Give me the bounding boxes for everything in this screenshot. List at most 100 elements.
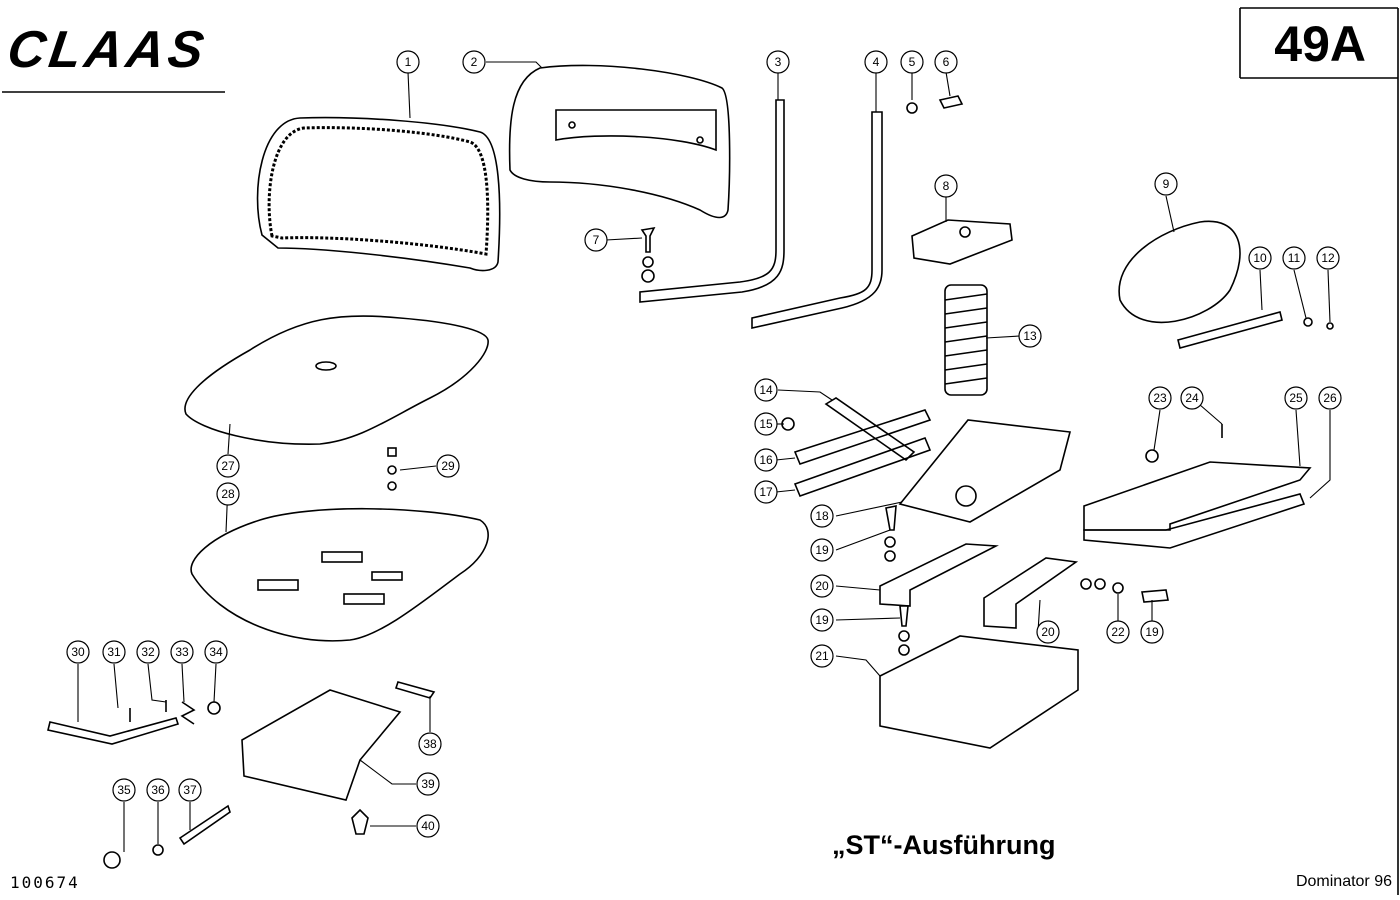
callout-circle [136,640,160,664]
callout-number: 29 [441,459,455,473]
callout-number: 24 [1185,391,1199,405]
part-callout-27: 27 [216,454,240,478]
part-callout-23: 23 [1148,386,1172,410]
callout-circle [170,640,194,664]
callout-circle [418,732,442,756]
machine-model: Dominator 96 [1295,873,1392,890]
part-callout-12: 12 [1316,246,1340,270]
callout-circle [810,608,834,632]
spring-33 [180,701,196,725]
washer-36 [152,844,164,856]
callout-circle [766,50,790,74]
part-callout-5: 5 [900,50,924,74]
callout-circle [1180,386,1204,410]
part-callout-3: 3 [766,50,790,74]
callout-number: 1 [405,55,412,69]
callout-circle [416,772,440,796]
slide-bracket-39 [241,689,402,801]
part-callout-28: 28 [216,482,240,506]
callout-number: 5 [909,55,916,69]
callout-number: 13 [1023,329,1037,343]
callout-number: 20 [815,579,829,593]
callout-number: 36 [151,783,165,797]
seat-base [190,507,489,642]
callout-circle [436,454,460,478]
callout-circle [178,778,202,802]
callout-circle [1140,620,1164,644]
washer-22 [1094,578,1106,590]
callout-circle [584,228,608,252]
callout-number: 12 [1321,251,1335,265]
callout-number: 22 [1111,625,1125,639]
part-callout-40: 40 [416,814,440,838]
callout-circle [754,448,778,472]
callout-circle [810,538,834,562]
part-callout-30: 30 [66,640,90,664]
callout-circle [934,50,958,74]
variant-caption: „ST“-Ausführung [832,830,1056,860]
callout-number: 23 [1153,391,1167,405]
stop-plate-38 [394,681,436,699]
frame-26 [1083,493,1306,549]
callout-number: 40 [421,819,435,833]
callout-number: 11 [1288,251,1301,265]
callout-number: 16 [759,453,773,467]
callout-number: 4 [873,55,880,69]
callout-circle [1036,620,1060,644]
part-callout-11: 11 [1282,246,1306,270]
bolt-7 [640,226,656,253]
callout-number: 19 [815,613,829,627]
damper-block [911,219,1013,265]
tube-17 [793,436,932,498]
part-callout-16: 16 [754,448,778,472]
callout-circle [1318,386,1342,410]
part-callout-8: 8 [934,174,958,198]
callout-number: 27 [221,459,235,473]
part-callout-6: 6 [934,50,958,74]
callout-number: 21 [815,649,829,663]
callout-circle [204,640,228,664]
callout-circle [754,378,778,402]
backrest-cushion [256,116,501,272]
slide-rail-20a [879,543,999,607]
callout-circle [396,50,420,74]
callout-number: 32 [141,645,155,659]
callout-number: 33 [175,645,189,659]
part-callout-29: 29 [436,454,460,478]
shock-absorber [824,397,916,462]
bolt-19a [885,505,897,531]
part-callout-4: 4 [864,50,888,74]
backrest-bracket-right [639,99,785,303]
callout-number: 9 [1163,177,1170,191]
part-callout-15: 15 [754,412,778,436]
callout-number: 19 [815,543,829,557]
part-callout-26: 26 [1318,386,1342,410]
callout-number: 7 [593,233,600,247]
part-callout-17: 17 [754,480,778,504]
part-callout-33: 33 [170,640,194,664]
part-callout-1: 1 [396,50,420,74]
callout-circle [810,574,834,598]
bolt-6 [938,95,964,109]
part-callout-20a: 20 [810,574,834,598]
callout-circle [810,644,834,668]
callout-number: 6 [943,55,950,69]
callout-circle [754,480,778,504]
callout-circle [416,814,440,838]
part-callout-18: 18 [810,504,834,528]
callout-number: 2 [471,55,478,69]
callout-circle [102,640,126,664]
part-callout-2: 2 [462,50,486,74]
part-callout-38: 38 [418,732,442,756]
callout-circle [754,412,778,436]
callout-circle [216,454,240,478]
callout-circle [1154,172,1178,196]
part-callout-21: 21 [810,644,834,668]
part-callout-19c: 19 [1140,620,1164,644]
callout-circle [1316,246,1340,270]
callout-circle [1148,386,1172,410]
armrest-pad [1118,220,1241,324]
callout-circle [1018,324,1042,348]
